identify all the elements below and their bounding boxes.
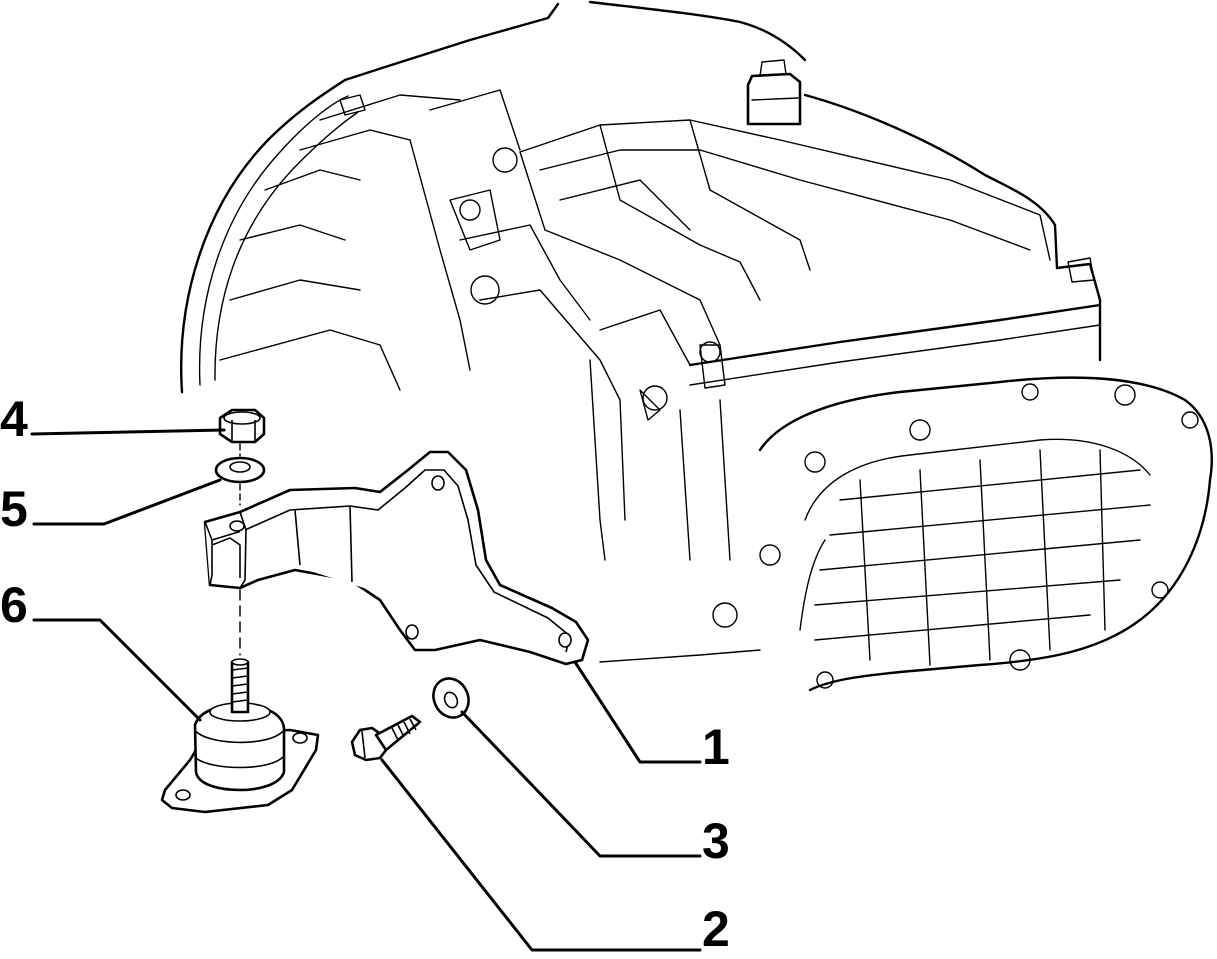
- callout-5: 5: [0, 481, 28, 537]
- part-3-washer: [432, 677, 470, 719]
- part-4-nut: [218, 408, 266, 444]
- callout-4: 4: [0, 391, 28, 447]
- part-1-mounting-bracket: [203, 450, 590, 666]
- leader-lines: [30, 428, 702, 952]
- leader-4: [30, 428, 226, 436]
- leader-5: [32, 478, 222, 526]
- gearbox-housing: [180, 0, 1213, 692]
- callout-2: 2: [702, 901, 730, 957]
- callout-1: 1: [702, 719, 730, 775]
- part-2-bolt: [350, 714, 422, 762]
- part-5-washer: [214, 456, 266, 484]
- leader-1: [573, 660, 702, 764]
- leader-3: [460, 710, 702, 858]
- leader-2: [380, 758, 702, 952]
- leader-6: [32, 618, 202, 722]
- callout-3: 3: [702, 813, 730, 869]
- part-6-rubber-mount: [160, 658, 320, 814]
- callout-6: 6: [0, 577, 28, 633]
